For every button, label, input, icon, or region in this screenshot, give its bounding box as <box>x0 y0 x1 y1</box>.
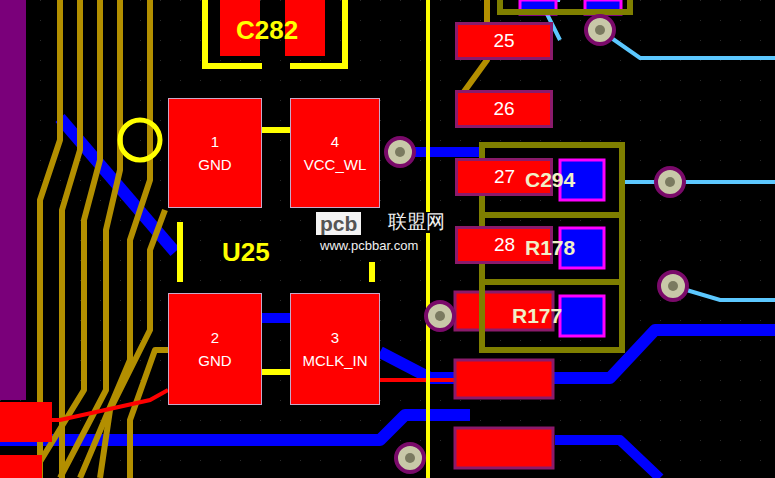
smd-pad: 25 <box>455 22 553 60</box>
pin-name: GND <box>198 156 231 173</box>
ic-pad: 4VCC_WL <box>290 98 380 208</box>
pin-name: VCC_WL <box>304 156 367 173</box>
reference-designator: R177 <box>512 304 562 327</box>
pin-number: 3 <box>331 329 339 346</box>
pad-number: 28 <box>494 234 515 256</box>
reference-designator: C282 <box>236 16 298 45</box>
smd-pad <box>455 360 553 398</box>
pin-name: MCLK_IN <box>302 352 367 369</box>
copper-plane <box>0 0 26 400</box>
board-outline <box>426 0 430 478</box>
smd-pad: 26 <box>455 90 553 128</box>
pin-name: GND <box>198 352 231 369</box>
ic-pad: 2GND <box>168 293 262 405</box>
thin-traces <box>540 0 775 300</box>
pad-number: 25 <box>493 30 514 52</box>
ic-pad: 3MCLK_IN <box>290 293 380 405</box>
smd-pad <box>0 455 42 478</box>
smd-pad <box>0 402 52 442</box>
reference-designator: R178 <box>525 236 575 259</box>
pin-number: 4 <box>331 133 339 150</box>
reference-designator: U25 <box>222 238 270 267</box>
reference-designator: C294 <box>525 168 575 191</box>
pad-number: 27 <box>494 166 515 188</box>
bottom-traces <box>0 118 775 478</box>
watermark: www.pcbbar.com <box>318 239 420 253</box>
vias <box>386 16 687 472</box>
ic-pad: 1GND <box>168 98 262 208</box>
pad-number: 26 <box>493 98 514 120</box>
pin-number: 1 <box>211 133 219 150</box>
top-traces <box>30 0 487 478</box>
watermark: 联盟网 <box>386 212 447 233</box>
smd-pad <box>455 428 553 468</box>
watermark: pcb <box>316 212 361 235</box>
pin-number: 2 <box>211 329 219 346</box>
